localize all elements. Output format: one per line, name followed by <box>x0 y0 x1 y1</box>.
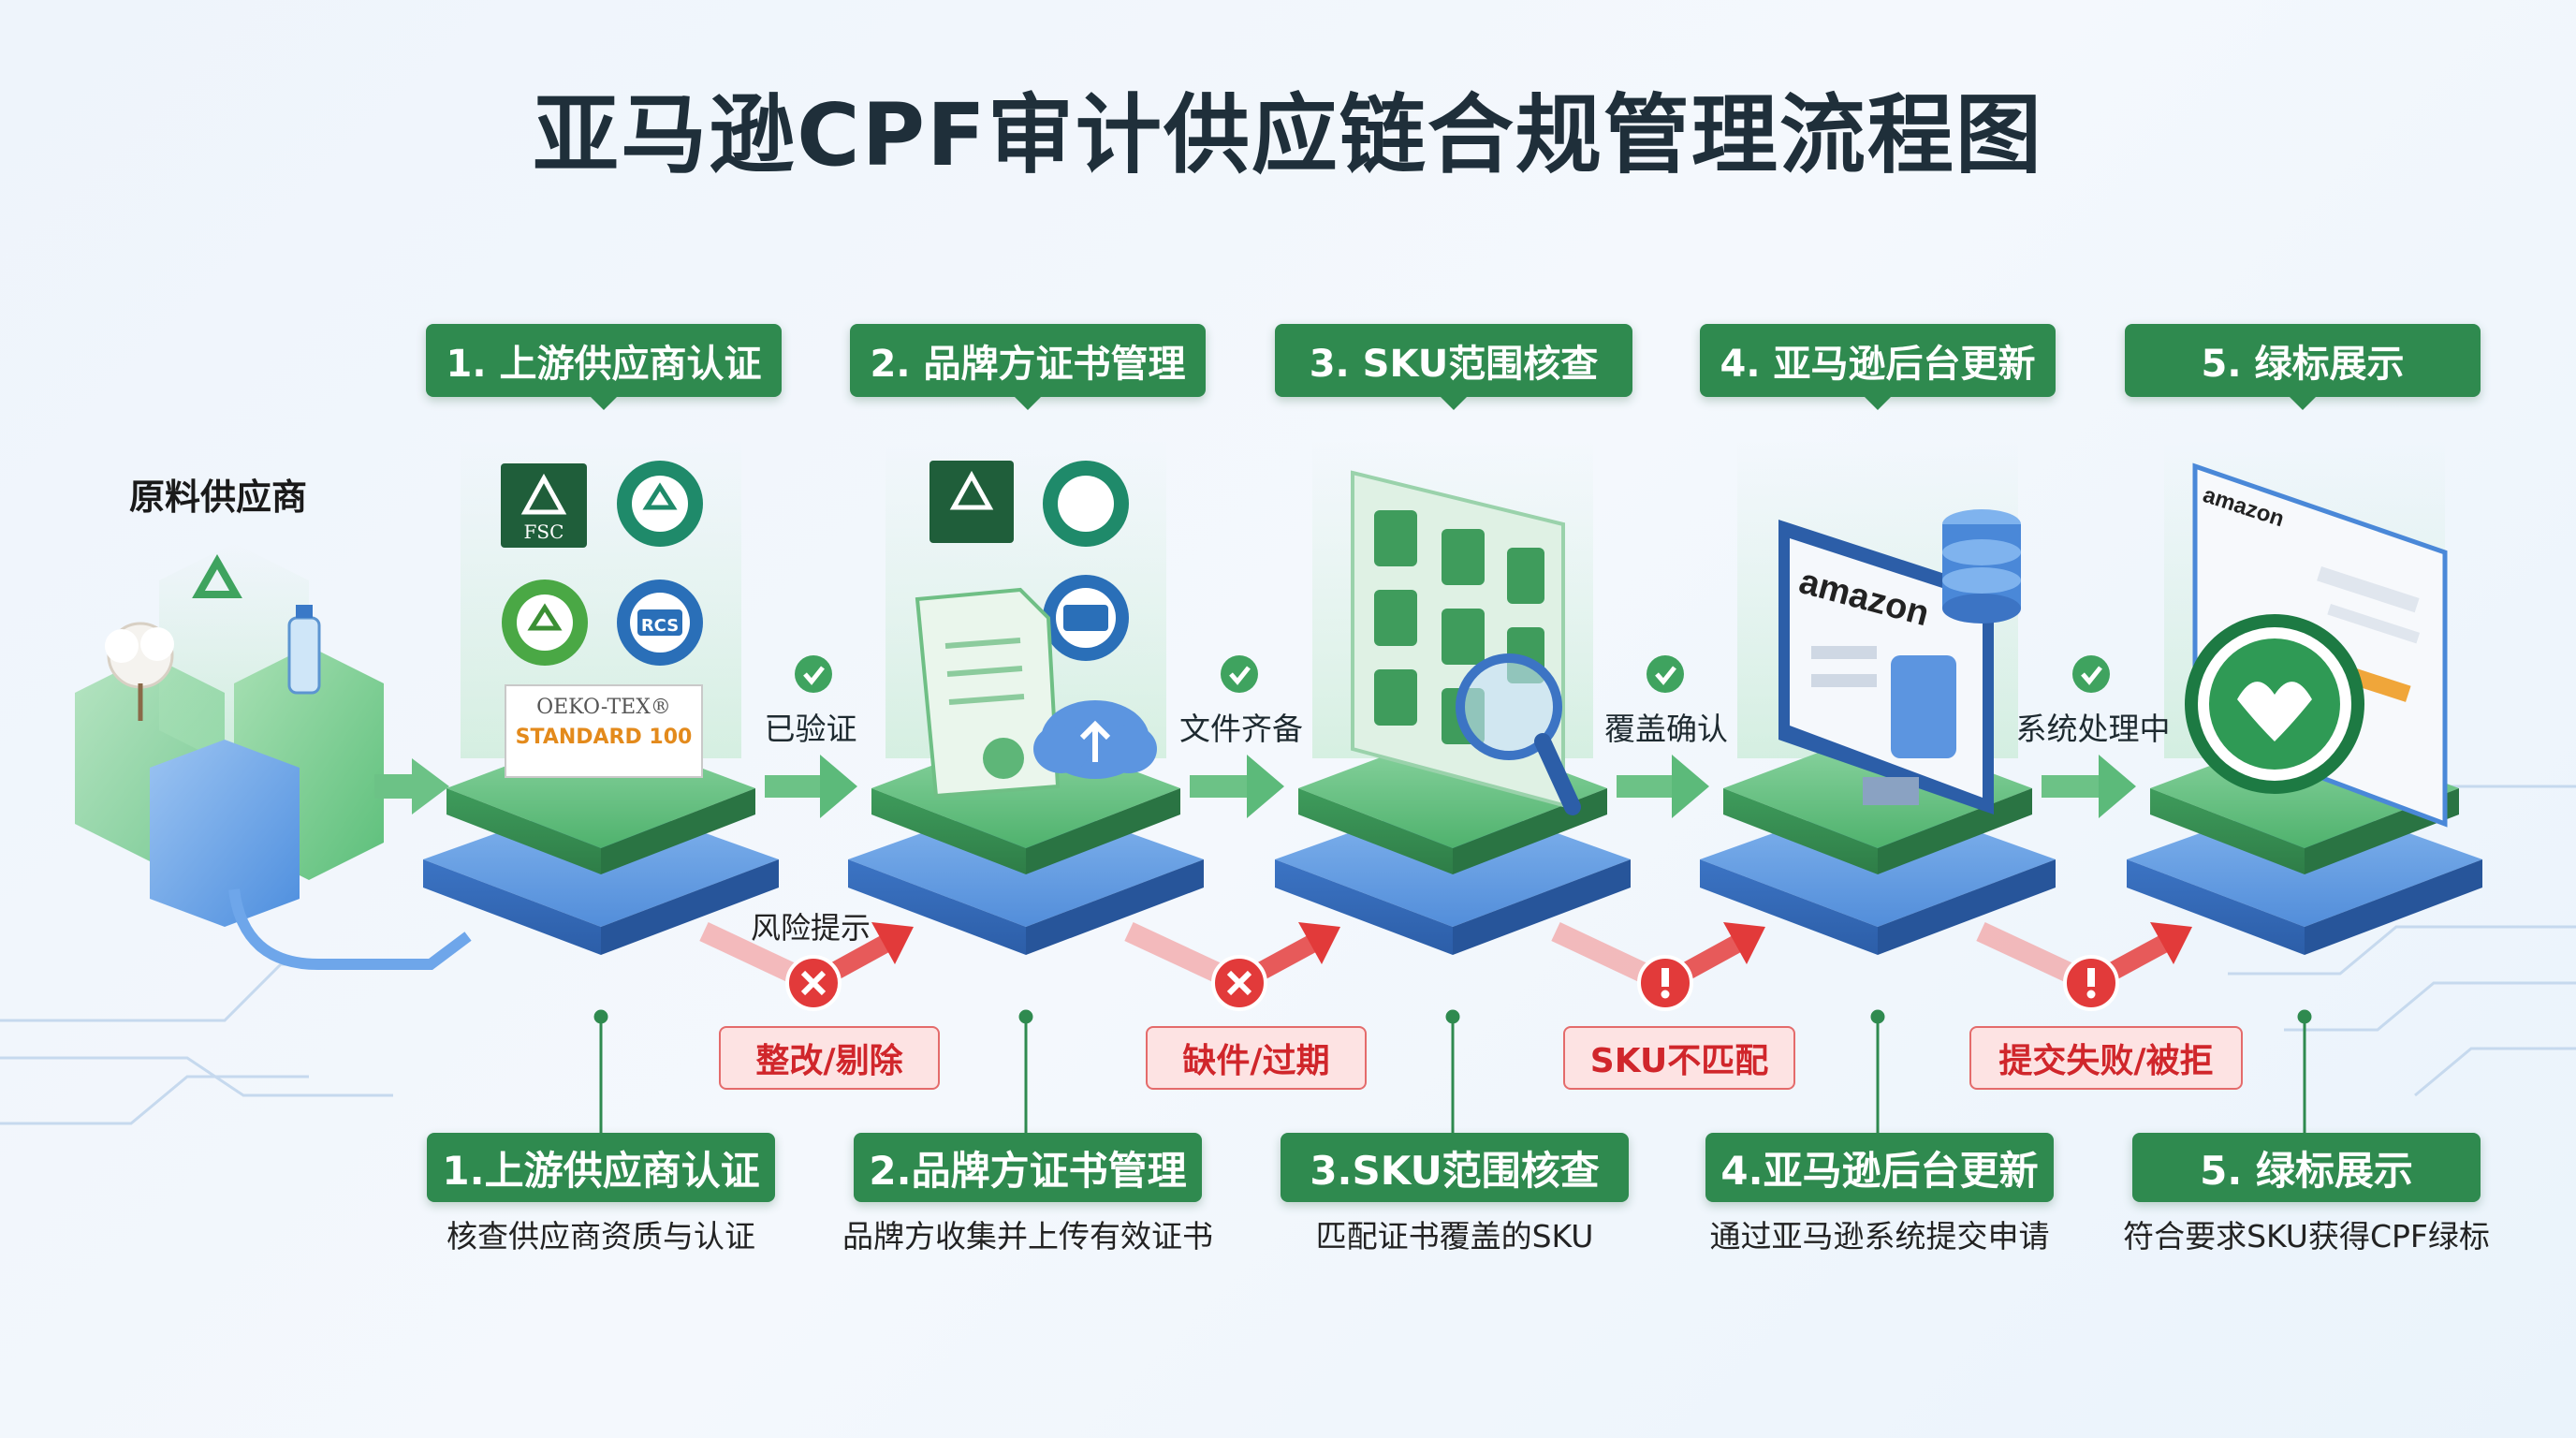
fsc-logo-text: FSC <box>524 521 564 543</box>
bottom-desc-3: 匹配证书覆盖的SKU <box>1315 1218 1594 1255</box>
check-icon <box>1647 655 1684 693</box>
connector-1 <box>593 1009 608 1133</box>
flow-arrow-1 <box>765 655 857 818</box>
step3-icons <box>1351 470 1581 815</box>
status-coverage-confirmed: 覆盖确认 <box>1604 711 1728 747</box>
risk-tag-3: SKU不匹配 <box>1563 1026 1795 1090</box>
cross-icon <box>785 955 842 1011</box>
risk-hint: 风险提示 <box>751 910 871 946</box>
step-banner-2: 2. 品牌方证书管理 <box>850 324 1206 410</box>
label-connectors <box>593 1009 2312 1133</box>
risk-tag-2: 缺件/过期 <box>1146 1026 1367 1090</box>
bottle-icon <box>287 605 321 695</box>
grs-logo-small-icon <box>1043 461 1129 547</box>
flow-arrow-3 <box>1617 655 1709 818</box>
step2-icons <box>915 461 1157 799</box>
fsc-logo-icon: FSC <box>501 463 587 548</box>
step-banner-3: 3. SKU范围核查 <box>1275 324 1632 410</box>
connector-5 <box>2297 1009 2312 1133</box>
check-icon <box>1221 655 1258 693</box>
flow-arrow-2 <box>1190 655 1284 818</box>
risk-arrow-1 <box>699 922 914 1011</box>
bottom-label-1: 1.上游供应商认证 <box>427 1133 775 1202</box>
connector-2 <box>1018 1009 1033 1133</box>
monitor-icon: amazon <box>1778 520 1994 814</box>
connector-3 <box>1445 1009 1460 1133</box>
step4-icons: amazon <box>1778 509 2021 814</box>
step-banner-5: 5. 绿标展示 <box>2125 324 2481 410</box>
risk-arrow-3 <box>1551 922 1765 1011</box>
risk-arrow-2 <box>1124 922 1340 1011</box>
risk-arrows <box>699 922 2192 1011</box>
bottom-label-4: 4.亚马逊后台更新 <box>1705 1133 2054 1202</box>
bottom-desc-1: 核查供应商资质与认证 <box>446 1218 755 1255</box>
status-processing: 系统处理中 <box>2015 711 2171 747</box>
page-title: 亚马逊CPF审计供应链合规管理流程图 <box>533 85 2043 185</box>
step5-icons: amazon <box>2185 462 2448 828</box>
status-verified: 已验证 <box>764 711 857 747</box>
rcs-logo-icon: RCS <box>617 580 703 666</box>
supplier-label: 原料供应商 <box>129 477 308 518</box>
bottom-desc-5: 符合要求SKU获得CPF绿标 <box>2123 1218 2490 1255</box>
rcs-logo-small-icon <box>1043 575 1129 661</box>
recycle-icon <box>192 553 242 598</box>
warning-icon <box>1637 955 1693 1011</box>
oeko-line1: OEKO-TEX® <box>536 696 671 719</box>
shirt-icon <box>1374 510 1544 744</box>
bottom-label-3: 3.SKU范围核查 <box>1281 1133 1629 1202</box>
status-docs-complete: 文件齐备 <box>1179 711 1303 747</box>
cross-icon <box>1211 955 1267 1011</box>
bottom-desc-2: 品牌方收集并上传有效证书 <box>842 1218 1213 1255</box>
bottom-label-2: 2.品牌方证书管理 <box>854 1133 1202 1202</box>
oeko-tex-label: OEKO-TEX® STANDARD 100 <box>505 684 703 778</box>
step1-cert-logos: FSC RCS OEKO-TEX® STANDARD 100 <box>501 461 703 778</box>
step-banner-1: 1. 上游供应商认证 <box>426 324 782 410</box>
grs-logo-icon <box>617 461 703 547</box>
warning-icon <box>2063 955 2119 1011</box>
database-icon <box>1942 509 2021 624</box>
risk-tag-4: 提交失败/被拒 <box>1969 1026 2243 1090</box>
risk-tag-1: 整改/剔除 <box>719 1026 940 1090</box>
recycle-cert-icon <box>502 580 588 666</box>
check-icon <box>2072 655 2110 693</box>
bottom-label-5: 5. 绿标展示 <box>2132 1133 2481 1202</box>
rcs-logo-text: RCS <box>641 616 679 636</box>
supplier-blue-link <box>228 888 472 970</box>
step-banner-4: 4. 亚马逊后台更新 <box>1700 324 2056 410</box>
document-icon <box>915 587 1061 799</box>
fsc-logo-small-icon <box>929 461 1014 543</box>
cloud-upload-icon <box>1033 700 1157 779</box>
oeko-line2: STANDARD 100 <box>516 726 693 749</box>
bottom-desc-4: 通过亚马逊系统提交申请 <box>1709 1218 2050 1255</box>
risk-arrow-4 <box>1976 922 2192 1011</box>
magnifier-icon <box>1456 653 1581 815</box>
check-icon <box>795 655 832 693</box>
cotton-icon <box>105 622 174 721</box>
supplier-cluster <box>75 543 472 970</box>
flow-arrows <box>765 655 2136 818</box>
flow-arrow-4 <box>2042 655 2136 818</box>
connector-4 <box>1870 1009 1885 1133</box>
green-badge-icon <box>2185 614 2364 794</box>
